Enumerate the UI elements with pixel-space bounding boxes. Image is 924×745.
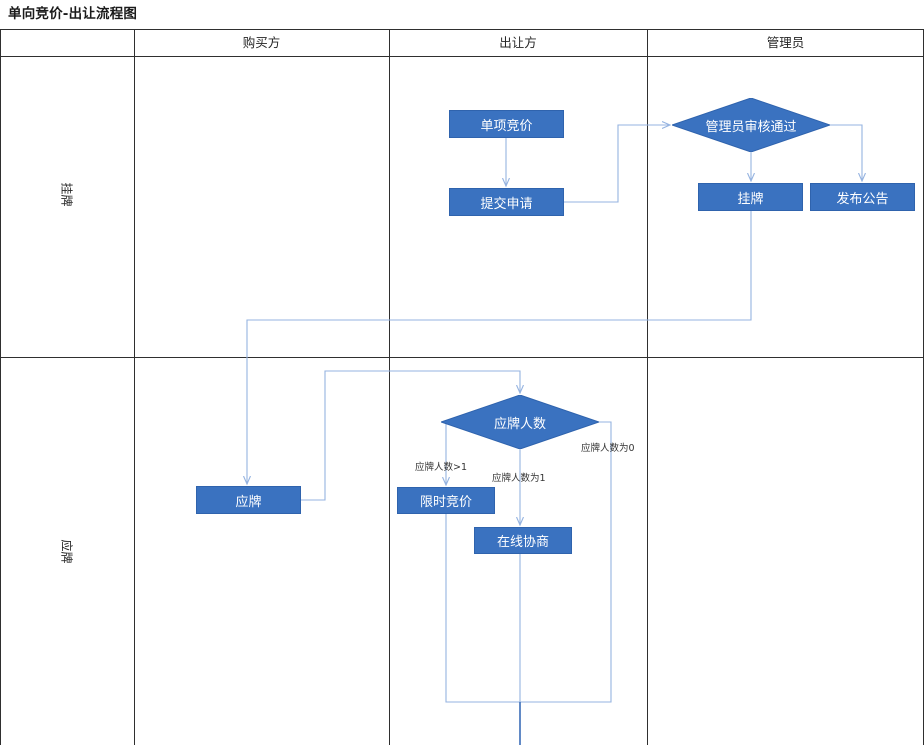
node-tijiao-shenqing[interactable]: 提交申请 xyxy=(449,188,564,216)
edge-renshu-zero-branch xyxy=(520,421,612,703)
diamond-shape-icon xyxy=(672,98,830,152)
edge-label-exactly-one: 应牌人数为1 xyxy=(492,473,546,484)
grid-line-col-2 xyxy=(389,29,390,745)
node-guapai[interactable]: 挂牌 xyxy=(698,183,803,211)
phase-label-listing-text: 挂牌 xyxy=(59,182,74,207)
phase-label-bidding: 应牌 xyxy=(0,539,134,563)
node-guanliyuan-shenhe-tongguo[interactable]: 管理员审核通过 xyxy=(672,98,830,152)
grid-line-col-1 xyxy=(134,29,135,745)
node-zaixian-xieshang[interactable]: 在线协商 xyxy=(474,527,572,554)
lane-header-admin: 管理员 xyxy=(766,35,805,50)
node-label: 限时竞价 xyxy=(419,495,472,510)
node-label: 单项竞价 xyxy=(480,118,533,134)
grid-line-col-0 xyxy=(0,29,1,745)
edge-label-more-than-one: 应牌人数>1 xyxy=(415,462,468,473)
page-title: 单向竞价-出让流程图 xyxy=(8,6,138,22)
node-yingpai-renshu[interactable]: 应牌人数 xyxy=(441,395,599,449)
node-label: 发布公告 xyxy=(836,191,889,207)
lane-header-buyer: 购买方 xyxy=(242,35,281,50)
node-fabu-gonggao[interactable]: 发布公告 xyxy=(810,183,915,211)
grid-line-header-top xyxy=(0,29,924,30)
grid-line-col-3 xyxy=(647,29,648,745)
node-label: 挂牌 xyxy=(737,191,764,207)
edge-tijiao-to-shenhe xyxy=(564,125,670,203)
node-xianshi-jingjia[interactable]: 限时竞价 xyxy=(397,487,495,514)
node-label: 管理员审核通过 xyxy=(705,119,797,135)
node-label: 在线协商 xyxy=(496,535,549,550)
node-label: 应牌人数 xyxy=(493,416,546,432)
edge-shenhe-to-gonggao xyxy=(830,124,862,181)
node-danxiang-jingjia[interactable]: 单项竞价 xyxy=(449,110,564,138)
lane-header-seller: 出让方 xyxy=(499,35,537,50)
edge-label-zero: 应牌人数为0 xyxy=(581,443,635,454)
phase-label-listing: 挂牌 xyxy=(0,182,134,206)
diamond-shape-icon xyxy=(441,395,599,449)
grid-line-header-bottom xyxy=(0,56,924,57)
node-yingpai[interactable]: 应牌 xyxy=(196,486,301,514)
grid-line-row-divider xyxy=(0,357,924,358)
node-label: 应牌 xyxy=(235,494,262,510)
node-label: 提交申请 xyxy=(480,196,533,212)
phase-label-bidding-text: 应牌 xyxy=(59,539,74,564)
